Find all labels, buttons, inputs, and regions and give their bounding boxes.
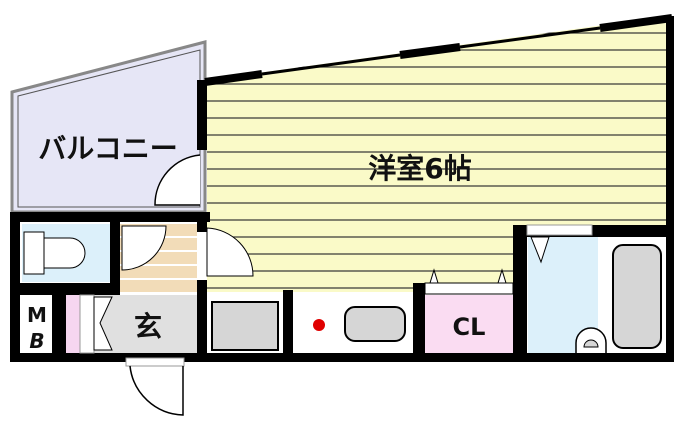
toilet-door xyxy=(121,225,167,271)
meter-box-label-b: B xyxy=(29,329,44,353)
entrance-label: 玄 xyxy=(134,310,162,343)
shoe-cabinet-door xyxy=(93,296,113,351)
window xyxy=(459,26,601,49)
toilet-icon xyxy=(43,237,86,269)
bathtub xyxy=(612,244,662,349)
hall xyxy=(120,224,254,292)
balcony-label: バルコニー xyxy=(38,132,177,165)
entrance: 玄 xyxy=(66,294,197,416)
front-door xyxy=(129,365,184,416)
stove-icon xyxy=(313,319,325,331)
sink xyxy=(344,306,406,342)
refrigerator xyxy=(211,301,279,351)
western-room xyxy=(204,14,673,292)
closet: CL xyxy=(424,268,514,353)
meter-box-label-m: M xyxy=(27,303,47,327)
balcony-door xyxy=(154,154,201,206)
kitchen xyxy=(207,296,413,353)
bathroom xyxy=(526,224,666,353)
balcony xyxy=(10,40,207,214)
meter-box: M B xyxy=(22,296,52,353)
closet-label: CL xyxy=(453,313,486,341)
western-room-label: 洋室6帖 xyxy=(368,152,471,185)
room-door xyxy=(206,227,254,277)
toilet-room xyxy=(22,224,110,282)
window xyxy=(261,53,401,76)
